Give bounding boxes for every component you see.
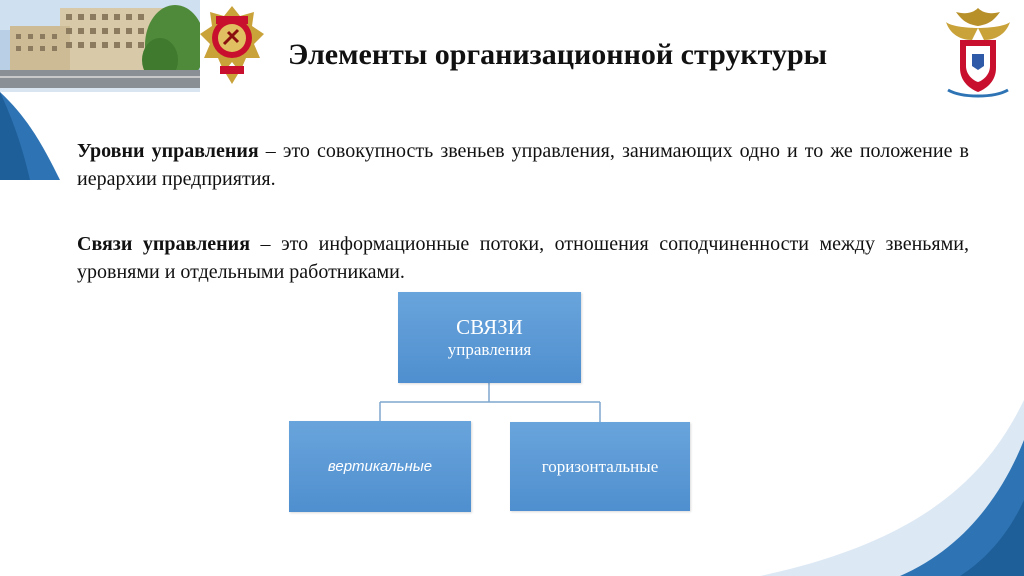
diagram-root-box: СВЯЗИ управления [398,292,581,383]
diagram-horizontal-box: горизонтальные [510,422,690,511]
paragraph-links: Связи управления – это информационные по… [77,230,969,286]
vertical-box-label: вертикальные [327,458,433,475]
definition-links: – это информационные потоки, отношения с… [77,233,969,283]
root-box-line2: управления [447,339,532,359]
term-links: Связи управления [77,233,251,255]
definition-levels: – это совокупность звеньев управления, з… [77,140,969,190]
building-photo [0,0,200,88]
horizontal-box-label: горизонтальные [541,456,659,476]
paragraph-levels: Уровни управления – это совокупность зве… [77,137,969,193]
order-badge-icon [198,4,266,86]
slide-title: Элементы организационной структуры [288,38,828,71]
police-crest-icon [942,4,1014,100]
root-box-line1: СВЯЗИ [456,314,523,339]
term-levels: Уровни управления [77,140,259,162]
diagram-vertical-box: вертикальные [289,421,471,512]
